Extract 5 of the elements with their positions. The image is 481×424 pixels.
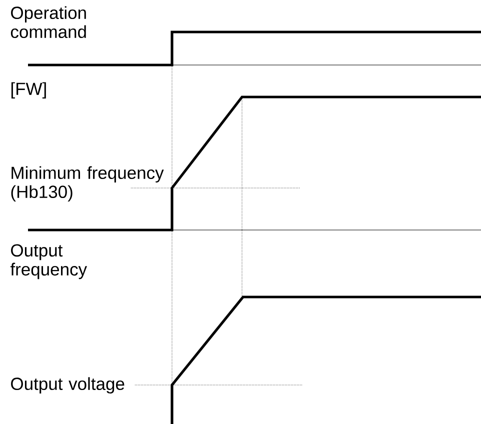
signal-label: Minimum frequency (Hb130) bbox=[11, 166, 164, 202]
signal-label: Output voltage bbox=[11, 377, 124, 394]
signal-label: Operation command bbox=[10, 6, 86, 38]
signal-label: [FW] bbox=[11, 82, 46, 99]
signal-label: Output frequency bbox=[10, 244, 88, 280]
